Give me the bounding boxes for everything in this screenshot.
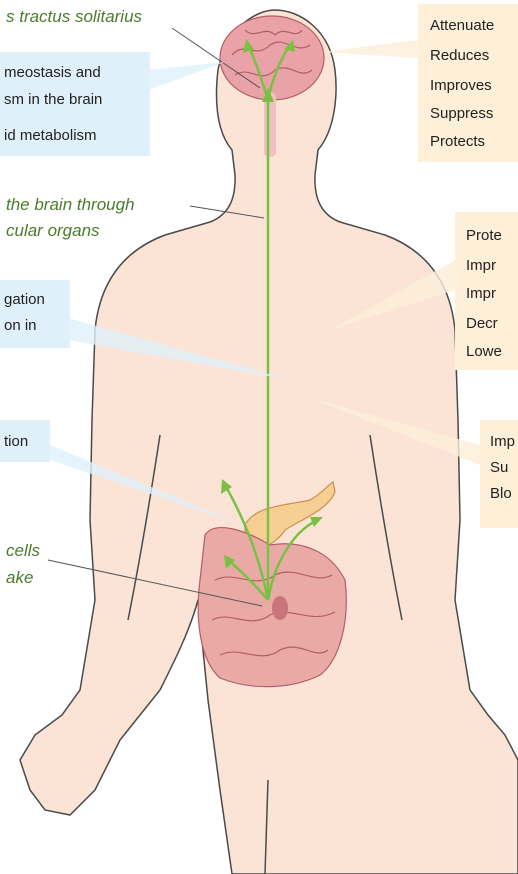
box-gut-line1: tion [4,433,28,450]
box-low-right-line1: Imp [490,433,515,450]
box-mid-right-line5: Lowe [466,343,502,360]
box-brain-line3: id metabolism [4,127,97,144]
label-cells-line1: cells [6,541,41,560]
label-brain-line1: the brain through [6,195,135,214]
box-mid-right-line2: Impr [466,257,496,274]
box-top-line4: Suppress [430,105,493,122]
box-top-line1: Attenuate [430,17,494,34]
box-mid-right-line1: Prote [466,227,502,244]
box-mid-right-line4: Decr [466,315,498,332]
box-mid-line1: gation [4,291,45,308]
box-low-right-line2: Su [490,459,508,476]
label-cells-line2: ake [6,568,33,587]
box-brain-line1: meostasis and [4,64,101,81]
box-low-right-line3: Blo [490,485,512,502]
box-top-line2: Reduces [430,47,489,64]
box-brain-line2: sm in the brain [4,91,102,108]
box-top-line5: Protects [430,133,485,150]
callout-wedge-brain-left [148,62,225,90]
box-mid-right-line3: Impr [466,285,496,302]
callout-wedge-brain-right [322,40,418,58]
box-mid-line2: on in [4,317,37,334]
label-nts: s tractus solitarius [6,7,143,26]
box-top-line3: Improves [430,77,492,94]
label-brain-line2: cular organs [6,221,100,240]
